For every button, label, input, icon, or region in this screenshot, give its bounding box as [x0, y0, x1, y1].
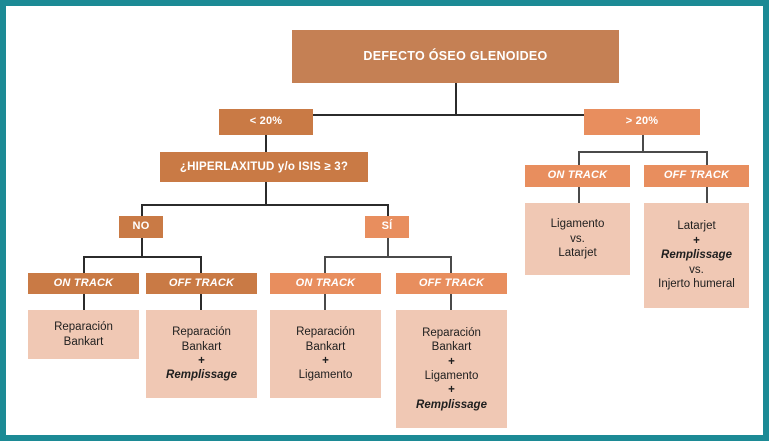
- connector-si-to-off: [450, 256, 452, 273]
- leaf-line: Bankart: [431, 341, 472, 354]
- leaf-line: +: [693, 234, 700, 247]
- node-track-header-si-on-track[interactable]: ON TRACK: [270, 273, 381, 294]
- leaf-line: Reparación: [172, 326, 231, 339]
- node-track-header-no-off-track[interactable]: OFF TRACK: [146, 273, 257, 294]
- connector-no-on-to-leaf: [83, 294, 85, 310]
- connector-more20-split: [578, 151, 706, 153]
- connector-question-split: [141, 204, 388, 206]
- leaf-line: +: [322, 355, 329, 367]
- connector-no-to-off: [200, 256, 202, 273]
- track-header-label: OFF TRACK: [168, 276, 235, 289]
- leaf-line: Ligamento: [550, 218, 605, 231]
- node-question-hiperlaxitud-isis[interactable]: ¿HIPERLAXITUD y/o ISIS ≥ 3?: [160, 152, 368, 182]
- node-question-label: ¿HIPERLAXITUD y/o ISIS ≥ 3?: [179, 160, 349, 173]
- node-answer-no-label: NO: [132, 220, 150, 233]
- leaf-line: Remplissage: [166, 369, 237, 382]
- node-track-header-no-on-track[interactable]: ON TRACK: [28, 273, 139, 294]
- leaf-line: Reparación: [422, 326, 481, 339]
- leaf-line: Ligamento: [298, 369, 353, 382]
- node-track-header-si-off-track[interactable]: OFF TRACK: [396, 273, 507, 294]
- connector-question-stem: [265, 182, 267, 205]
- leaf-line: Remplissage: [416, 398, 487, 411]
- track-header-label: OFF TRACK: [418, 276, 485, 289]
- node-branch-less-20-label: < 20%: [249, 115, 283, 128]
- connector-no-stem: [141, 238, 143, 257]
- leaf-line: +: [448, 384, 455, 397]
- connector-to-no: [141, 204, 143, 216]
- connector-more20-to-on: [578, 151, 580, 165]
- connector-more20-stem: [642, 135, 644, 152]
- connector-si-to-on: [324, 256, 326, 273]
- node-track-header-more20-off-track[interactable]: OFF TRACK: [644, 165, 749, 187]
- connector-to-si: [387, 204, 389, 216]
- leaf-line: Latarjet: [558, 247, 597, 260]
- connector-si-split: [324, 256, 451, 258]
- node-root-defecto-oseo-glenoideo[interactable]: DEFECTO ÓSEO GLENOIDEO: [292, 30, 619, 83]
- node-answer-si-label: SÍ: [381, 220, 393, 233]
- leaf-line: Bankart: [181, 340, 222, 353]
- node-track-header-more20-on-track[interactable]: ON TRACK: [525, 165, 630, 187]
- track-header-label: ON TRACK: [53, 276, 114, 289]
- node-branch-more-20[interactable]: > 20%: [584, 109, 700, 135]
- leaf-line: Remplissage: [661, 249, 732, 262]
- connector-less20-to-question: [265, 135, 267, 152]
- track-header-label: OFF TRACK: [663, 169, 730, 182]
- connector-no-to-on: [83, 256, 85, 273]
- connector-si-off-to-leaf: [450, 294, 452, 310]
- leaf-line: Reparación: [296, 326, 355, 339]
- leaf-line: Injerto humeral: [658, 278, 735, 291]
- track-header-label: ON TRACK: [295, 276, 356, 289]
- leaf-line: vs.: [689, 263, 704, 276]
- node-answer-si[interactable]: SÍ: [365, 216, 409, 238]
- connector-no-off-to-leaf: [200, 294, 202, 310]
- connector-root-stem: [455, 83, 457, 115]
- leaf-line: Bankart: [63, 335, 104, 348]
- leaf-line: Latarjet: [677, 220, 716, 233]
- leaf-line: Reparación: [54, 321, 113, 334]
- connector-root-split: [265, 114, 643, 116]
- connector-si-on-to-leaf: [324, 294, 326, 310]
- flowchart-canvas: DEFECTO ÓSEO GLENOIDEO < 20% > 20% ¿HIPE…: [6, 6, 769, 447]
- node-answer-no[interactable]: NO: [119, 216, 163, 238]
- connector-si-stem: [387, 238, 389, 257]
- connector-more20-on-to-leaf: [578, 187, 580, 203]
- track-header-label: ON TRACK: [547, 169, 608, 182]
- node-branch-less-20[interactable]: < 20%: [219, 109, 313, 135]
- leaf-line: Bankart: [305, 340, 346, 353]
- leaf-line: vs.: [570, 232, 585, 245]
- connector-more20-off-to-leaf: [706, 187, 708, 203]
- leaf-line: +: [198, 355, 205, 367]
- connector-more20-to-off: [706, 151, 708, 165]
- connector-no-split: [83, 256, 200, 258]
- node-branch-more-20-label: > 20%: [625, 115, 659, 128]
- leaf-line: +: [448, 355, 455, 368]
- node-root-label: DEFECTO ÓSEO GLENOIDEO: [363, 48, 548, 63]
- leaf-line: Ligamento: [424, 370, 479, 382]
